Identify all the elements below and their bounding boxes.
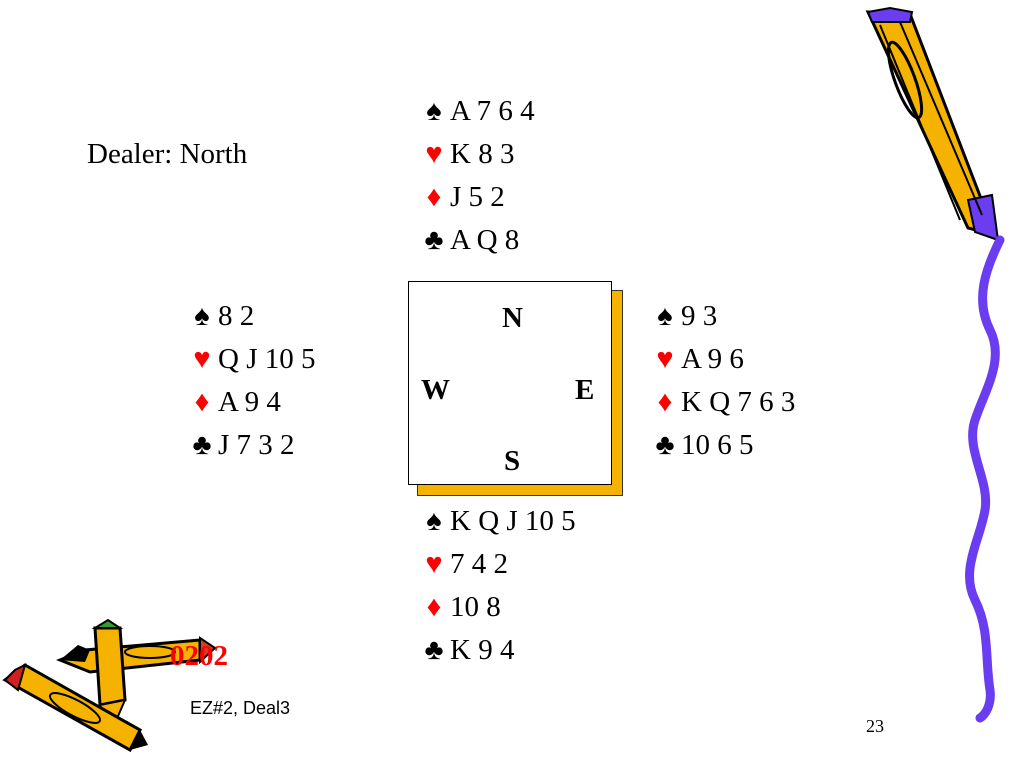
spade-icon: ♠: [426, 95, 442, 127]
cards-hearts: A 9 6: [681, 343, 744, 375]
deal-code: 0202: [170, 640, 228, 672]
diamond-icon: ♦: [657, 386, 673, 418]
cards-clubs: K 9 4: [450, 634, 515, 666]
diamond-icon: ♦: [426, 181, 442, 213]
cards-spades: 9 3: [681, 300, 718, 332]
cards-hearts: K 8 3: [450, 138, 515, 170]
hand-row-clubs: ♣ 10 6 5: [651, 424, 795, 467]
hand-row-hearts: ♥ 7 4 2: [420, 543, 576, 586]
cards-diamonds: K Q 7 6 3: [681, 386, 796, 418]
diamond-icon: ♦: [194, 386, 210, 418]
club-icon: ♣: [424, 634, 444, 666]
hand-row-clubs: ♣ K 9 4: [420, 629, 576, 672]
pencil-icon: [865, 6, 1000, 242]
cards-clubs: J 7 3 2: [218, 429, 295, 461]
heart-icon: ♥: [425, 548, 443, 580]
hand-north: ♠ A 7 6 4 ♥ K 8 3 ♦ J 5 2 ♣ A Q 8: [420, 90, 535, 262]
hand-row-hearts: ♥ A 9 6: [651, 338, 795, 381]
cards-hearts: 7 4 2: [450, 548, 508, 580]
heart-icon: ♥: [425, 138, 443, 170]
hand-west: ♠ 8 2 ♥ Q J 10 5 ♦ A 9 4 ♣ J 7 3 2: [188, 295, 315, 467]
heart-icon: ♥: [193, 343, 211, 375]
compass-west: W: [421, 374, 450, 406]
hand-row-spades: ♠ 8 2: [188, 295, 315, 338]
hand-row-diamonds: ♦ J 5 2: [420, 176, 535, 219]
hand-row-spades: ♠ 9 3: [651, 295, 795, 338]
compass-box: N W E S: [408, 281, 612, 485]
club-icon: ♣: [655, 429, 675, 461]
spade-icon: ♠: [194, 300, 210, 332]
club-icon: ♣: [192, 429, 212, 461]
hand-row-diamonds: ♦ K Q 7 6 3: [651, 381, 796, 424]
compass-north: N: [502, 302, 523, 334]
cards-diamonds: 10 8: [450, 591, 501, 623]
pencils-icon: [2, 618, 217, 753]
hand-row-spades: ♠ A 7 6 4: [420, 90, 535, 133]
hand-row-hearts: ♥ Q J 10 5: [188, 338, 315, 381]
cards-clubs: 10 6 5: [681, 429, 754, 461]
cards-diamonds: J 5 2: [450, 181, 505, 213]
hand-row-diamonds: ♦ 10 8: [420, 586, 576, 629]
cards-clubs: A Q 8: [450, 224, 520, 256]
cards-diamonds: A 9 4: [218, 386, 281, 418]
hand-row-spades: ♠ K Q J 10 5: [420, 500, 576, 543]
footer-text: EZ#2, Deal3: [190, 698, 291, 718]
page-number: 23: [866, 716, 884, 736]
spade-icon: ♠: [657, 300, 673, 332]
dealer-label: Dealer: North: [87, 138, 248, 170]
cards-hearts: Q J 10 5: [218, 343, 316, 375]
hand-south: ♠ K Q J 10 5 ♥ 7 4 2 ♦ 10 8 ♣ K 9 4: [420, 500, 576, 672]
heart-icon: ♥: [656, 343, 674, 375]
hand-row-diamonds: ♦ A 9 4: [188, 381, 315, 424]
diamond-icon: ♦: [426, 591, 442, 623]
cards-spades: 8 2: [218, 300, 255, 332]
hand-row-clubs: ♣ A Q 8: [420, 219, 535, 262]
spade-icon: ♠: [426, 505, 442, 537]
club-icon: ♣: [424, 224, 444, 256]
cards-spades: K Q J 10 5: [450, 505, 576, 537]
hand-row-clubs: ♣ J 7 3 2: [188, 424, 315, 467]
cards-spades: A 7 6 4: [450, 95, 535, 127]
hand-row-hearts: ♥ K 8 3: [420, 133, 535, 176]
wavy-line: [965, 235, 1005, 723]
hand-east: ♠ 9 3 ♥ A 9 6 ♦ K Q 7 6 3 ♣ 10 6 5: [651, 295, 795, 467]
compass-east: E: [575, 374, 595, 406]
compass-south: S: [504, 445, 521, 477]
